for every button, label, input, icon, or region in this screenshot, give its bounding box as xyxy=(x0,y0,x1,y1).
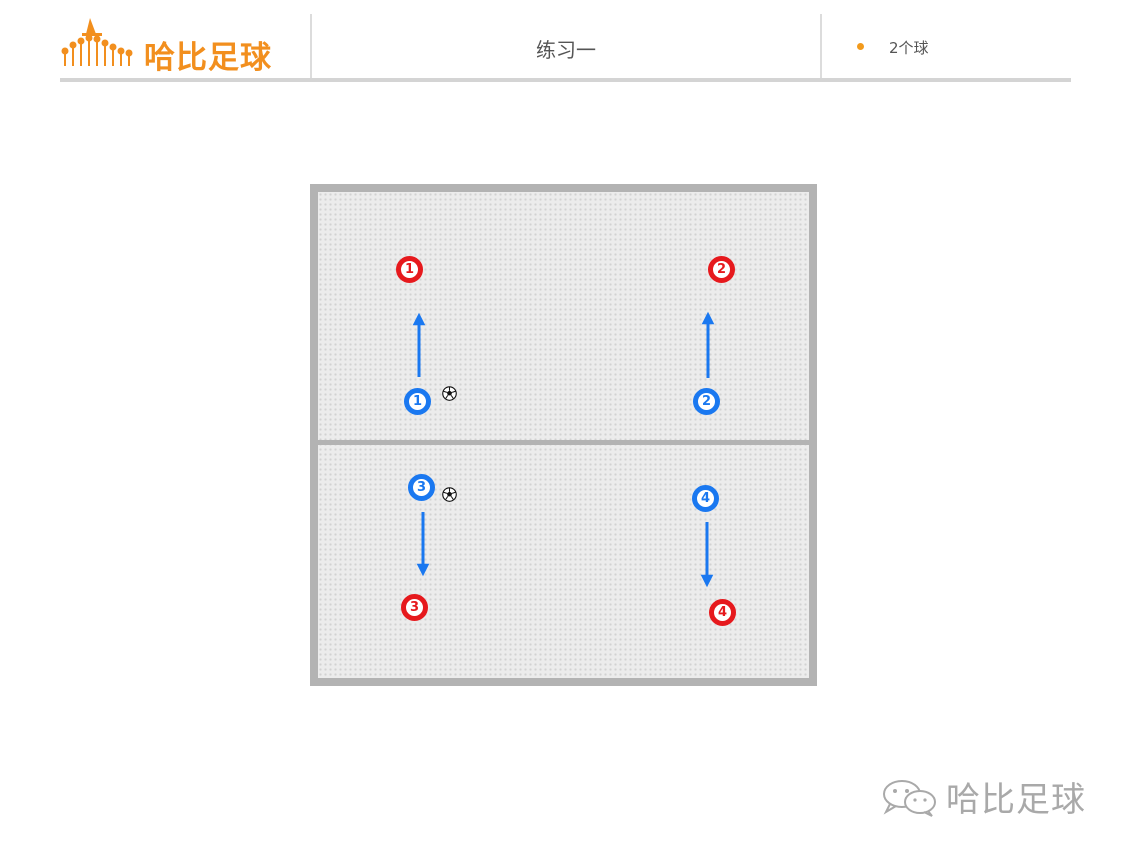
watermark: 哈比足球 xyxy=(880,772,1110,820)
red-player-4: 4 xyxy=(709,599,736,626)
blue-player-4: 4 xyxy=(692,485,719,512)
field-midline xyxy=(318,440,809,445)
logo-text: 哈比足球 xyxy=(144,40,272,76)
header-divider-left xyxy=(310,14,312,78)
logo: 哈比足球 xyxy=(60,14,290,76)
haobi-logo-icon xyxy=(61,18,133,66)
wechat-icon xyxy=(883,780,936,817)
header: 哈比足球 练习一 2个球 xyxy=(60,14,1071,80)
header-divider-right xyxy=(820,14,822,78)
red-player-2: 2 xyxy=(708,256,735,283)
training-field: 1 2 3 4 1 2 3 4 xyxy=(310,184,817,686)
soccer-ball-icon xyxy=(442,487,457,502)
blue-player-3: 3 xyxy=(408,474,435,501)
red-player-3: 3 xyxy=(401,594,428,621)
soccer-ball-icon xyxy=(442,386,457,401)
red-player-1: 1 xyxy=(396,256,423,283)
bullet-dot-icon xyxy=(857,43,864,50)
ball-count-text: 2个球 xyxy=(889,39,929,57)
blue-player-2: 2 xyxy=(693,388,720,415)
watermark-text: 哈比足球 xyxy=(946,780,1086,820)
blue-player-1: 1 xyxy=(404,388,431,415)
header-underline xyxy=(60,78,1071,82)
movement-arrows xyxy=(412,311,715,588)
page-title: 练习一 xyxy=(536,38,596,62)
